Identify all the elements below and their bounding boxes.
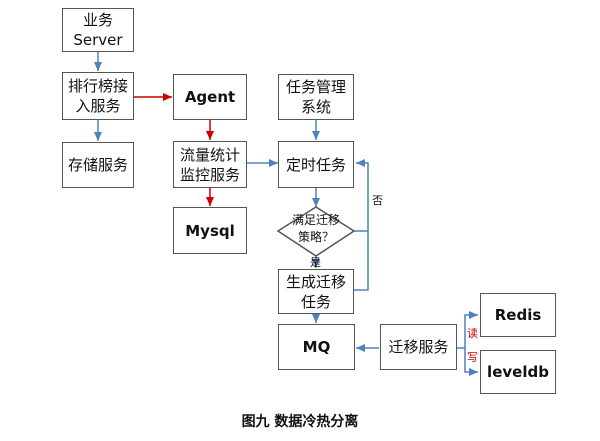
traffic-monitor-node: 流量统计 监控服务 (173, 141, 247, 188)
mq-label: MQ (302, 338, 331, 356)
leveldb-node: leveldb (480, 350, 556, 394)
gen-task-label: 生成迁移 任务 (285, 272, 346, 311)
edge-condition-no-loop (354, 159, 369, 232)
edge-gentask-loop (354, 231, 369, 291)
business-server-node: 业务 Server (62, 8, 134, 52)
storage-service-node: 存储服务 (62, 142, 134, 188)
ranking-access-node: 排行榜接 入服务 (62, 72, 134, 120)
redis-node: Redis (480, 293, 556, 337)
ranking-access-label: 排行榜接 入服务 (67, 77, 128, 115)
task-mgmt-label: 任务管理 系统 (285, 78, 346, 116)
condition-diamond (276, 206, 356, 257)
yes-label: 是 (310, 256, 321, 269)
storage-service-label: 存储服务 (67, 156, 128, 174)
timed-task-node: 定时任务 (278, 141, 354, 188)
write-label: 写 (467, 351, 478, 364)
business-server-label: 业务 Server (73, 11, 123, 49)
task-mgmt-node: 任务管理 系统 (278, 74, 354, 120)
agent-node: Agent (173, 74, 247, 120)
mq-node: MQ (278, 324, 355, 370)
condition-text: 满足迁移 策略？ (291, 213, 340, 244)
redis-label: Redis (494, 306, 542, 324)
condition-label: 满足迁移 策略？ (278, 212, 354, 246)
traffic-monitor-label: 流量统计 监控服务 (179, 145, 240, 184)
mysql-node: Mysql (173, 207, 247, 254)
migrate-service-label: 迁移服务 (388, 338, 449, 356)
agent-label: Agent (184, 88, 236, 106)
figure-caption: 图九 数据冷热分离 (241, 414, 359, 430)
migrate-service-node: 迁移服务 (380, 324, 457, 370)
leveldb-label: leveldb (487, 363, 549, 381)
gen-task-node: 生成迁移 任务 (278, 269, 354, 314)
no-label: 否 (372, 194, 383, 207)
edge-migrate-to-leveldb (464, 348, 478, 376)
edge-migrate-to-redis (464, 311, 478, 348)
timed-task-label: 定时任务 (285, 155, 346, 174)
read-label: 读 (467, 327, 478, 340)
mysql-label: Mysql (185, 221, 235, 240)
